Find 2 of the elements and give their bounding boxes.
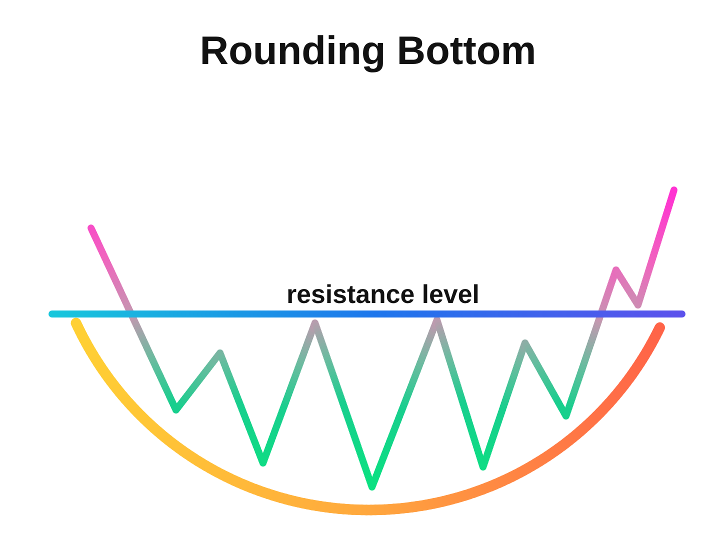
- line-label: resistance level: [288, 284, 478, 304]
- title: Rounding Bottom: [202, 35, 534, 72]
